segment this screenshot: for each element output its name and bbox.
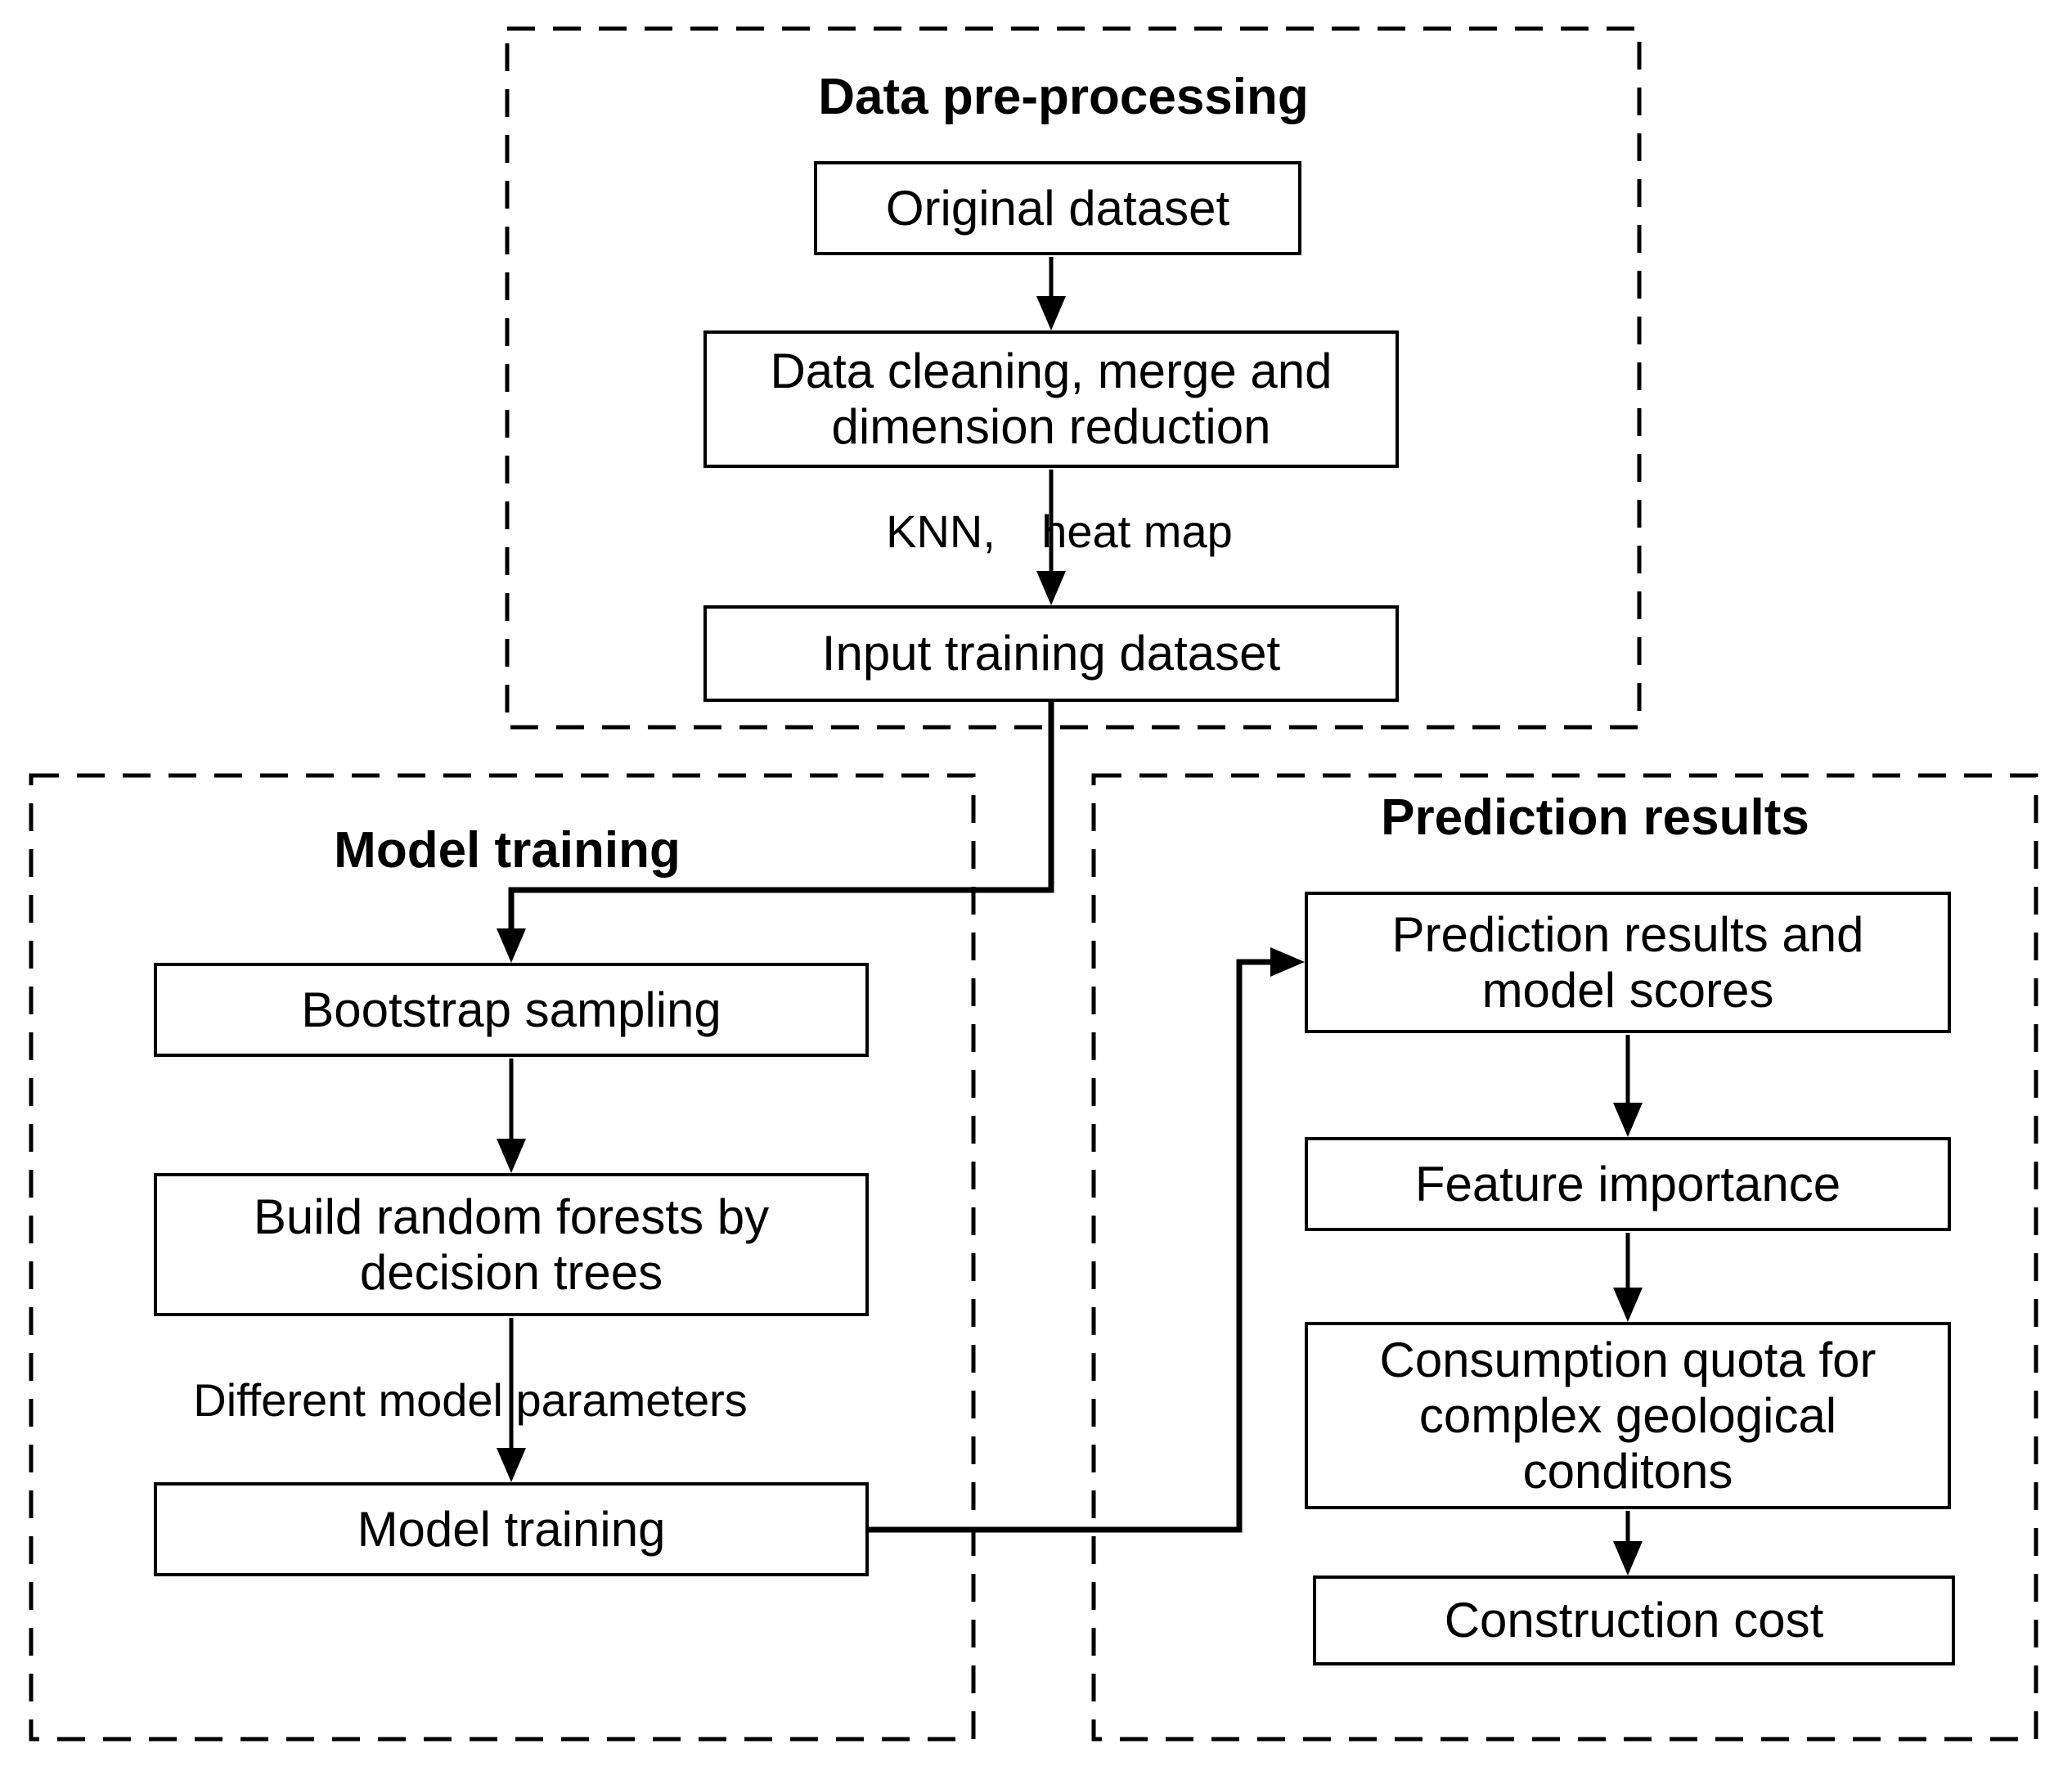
section-title-model-training: Model training [334, 822, 681, 879]
node-construction-cost: Construction cost [1313, 1575, 1955, 1665]
training-container-border [29, 773, 976, 1742]
node-prediction-scores: Prediction results and model scores [1305, 892, 1951, 1033]
node-model-training: Model training [154, 1482, 869, 1576]
node-bootstrap-sampling: Bootstrap sampling [154, 963, 869, 1057]
node-original-dataset: Original dataset [814, 161, 1301, 255]
results-container-border [1091, 773, 2038, 1742]
arrow-scores-to-importance-head [1613, 1103, 1643, 1137]
node-input-training-dataset: Input training dataset [703, 605, 1399, 702]
preprocessing-container-border [505, 26, 1642, 730]
connector-modeltraining-to-scores-head [1270, 947, 1305, 977]
connector-modeltraining-to-scores-shaft [869, 959, 1274, 1533]
arrow-cleaning-to-input-head [1036, 571, 1066, 605]
arrow-importance-to-quota-head [1613, 1288, 1643, 1322]
arrow-bootstrap-to-forests-head [497, 1139, 526, 1173]
edge-label-heat-map: heat map [1041, 506, 1233, 557]
section-title-preprocessing: Data pre-processing [818, 69, 1309, 125]
node-consumption-quota: Consumption quota for complex geological… [1305, 1322, 1951, 1509]
edge-label-different-model-parameters: Different model parameters [193, 1374, 748, 1426]
section-title-prediction-results: Prediction results [1381, 789, 1809, 846]
node-feature-importance: Feature importance [1305, 1137, 1951, 1231]
edge-label-knn: KNN, [886, 506, 996, 557]
arrow-forests-to-modeltraining-head [497, 1448, 526, 1482]
node-build-random-forests: Build random forests by decision trees [154, 1173, 869, 1316]
arrow-quota-to-cost-head [1613, 1541, 1643, 1575]
connector-input-to-bootstrap-head [497, 928, 526, 963]
node-data-cleaning: Data cleaning, merge and dimension reduc… [703, 330, 1399, 468]
arrow-original-to-cleaning-head [1036, 296, 1066, 330]
connector-input-to-bootstrap-shaft [508, 702, 1054, 932]
